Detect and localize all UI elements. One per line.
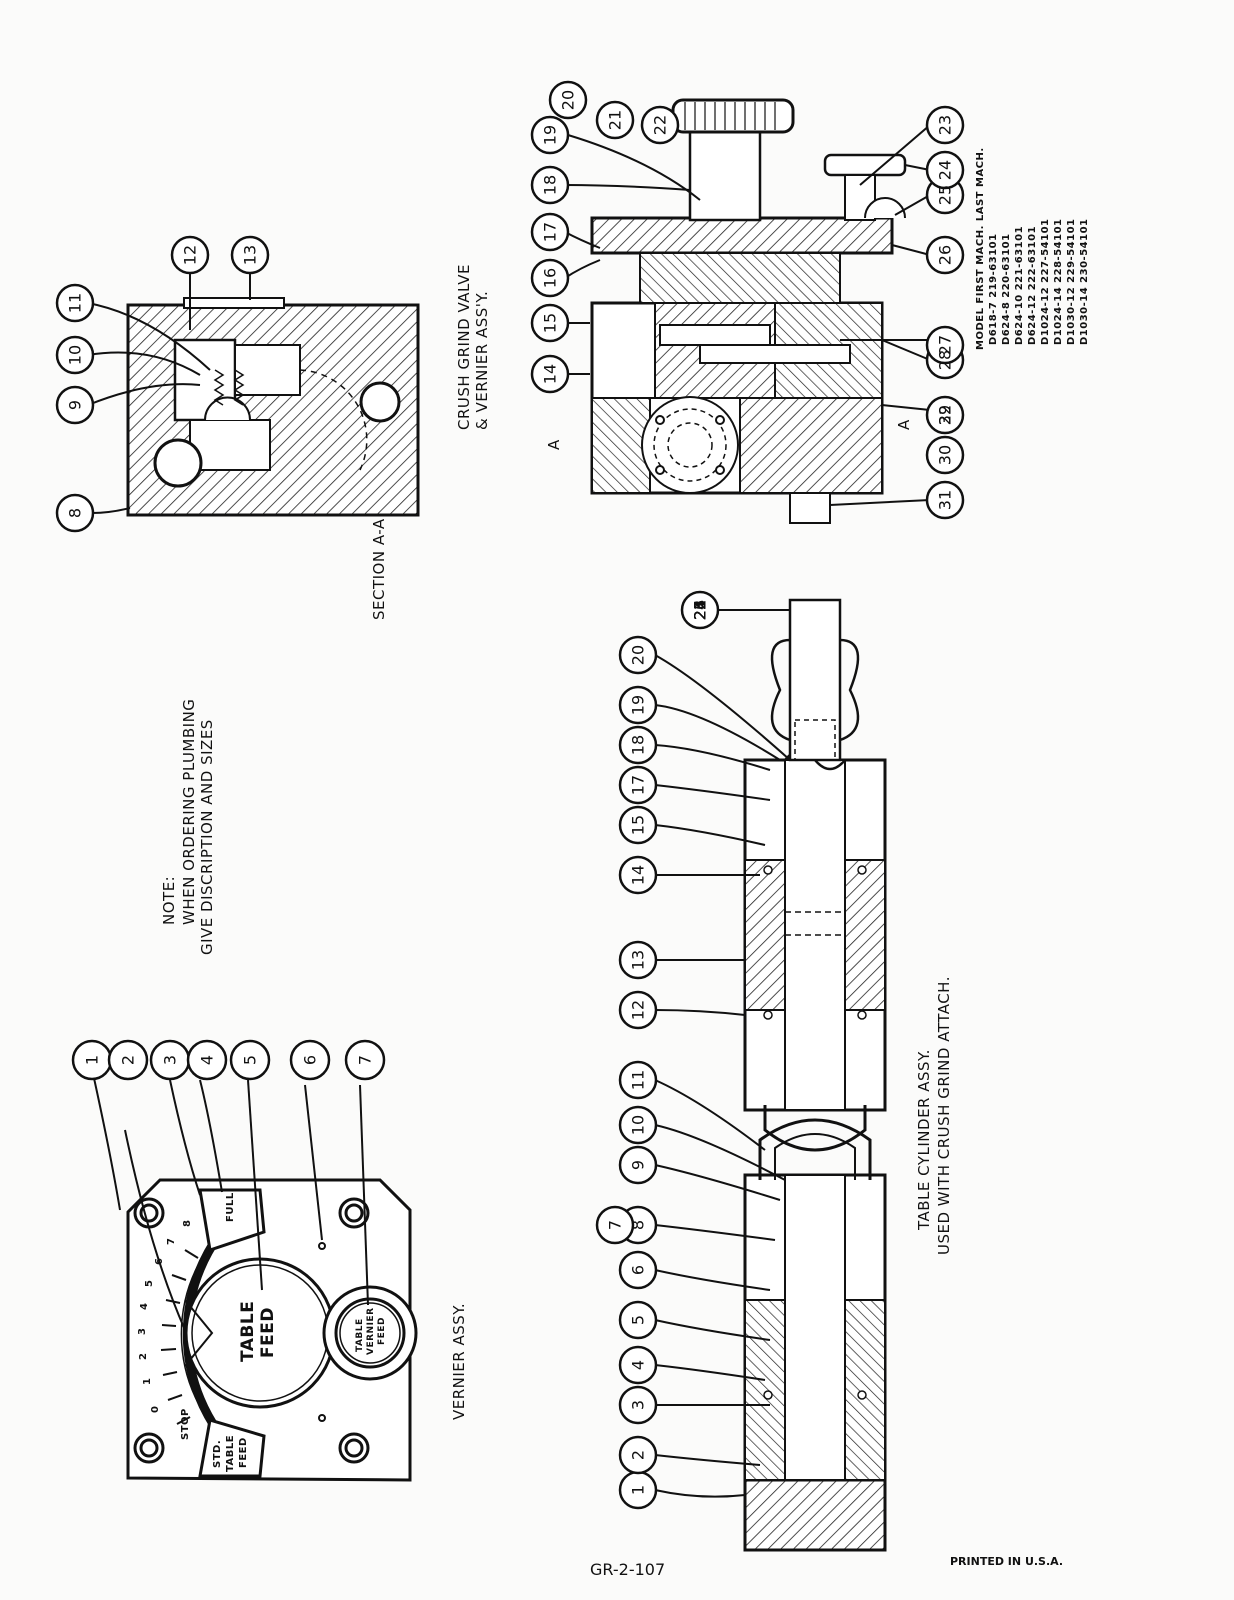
leader-lines <box>87 124 931 1498</box>
table-feed-line-2: FEED <box>258 1307 278 1358</box>
model-table-row: D1024-12 227-54101 <box>1040 218 1051 346</box>
std-feed-line-2: TABLE <box>225 1434 236 1472</box>
model-table-row: D624-10 221-63101 <box>1014 225 1025 345</box>
note-line-1: WHEN ORDERING PLUMBING <box>180 698 198 925</box>
table-feed-line-1: TABLE <box>238 1300 258 1362</box>
table-cylinder-title-line-2: USED WITH CRUSH GRIND ATTACH. <box>935 976 953 1255</box>
model-table-row: D1024-14 228-54101 <box>1053 218 1064 346</box>
note-title: NOTE: <box>160 875 178 925</box>
std-feed-line-3: FEED <box>238 1437 249 1468</box>
section-mark-a-2: A <box>895 419 913 430</box>
table-cylinder <box>743 598 887 1552</box>
callout-bubbles <box>55 80 965 1510</box>
vernier-knob-line-2: VERNIER <box>366 1307 376 1355</box>
crush-title-line-2: & VERNIER ASS'Y. <box>473 290 491 430</box>
vernier-label: VERNIER ASSY. <box>450 1302 468 1420</box>
model-table-row: D624-8 220-63101 <box>1001 233 1012 345</box>
model-table-row: D624-12 222-63101 <box>1027 225 1038 345</box>
model-table-row: D1030-12 229-54101 <box>1066 218 1077 346</box>
printed-in-usa: PRINTED IN U.S.A. <box>950 1555 1064 1568</box>
section-a-a <box>126 297 420 517</box>
note-line-2: GIVE DISCRIPTION AND SIZES <box>198 719 216 955</box>
vernier-knob-line-1: TABLE <box>355 1318 365 1352</box>
crush-grind-valve <box>590 98 907 524</box>
vernier-knob-line-3: FEED <box>377 1317 387 1345</box>
model-table-row: D618-7 219-63101 <box>988 233 999 345</box>
model-table-header: MODEL FIRST MACH. LAST MACH. <box>975 147 986 350</box>
table-cylinder-title-line-1: TABLE CYLINDER ASSY. <box>915 1049 933 1230</box>
model-table-row: D1030-14 230-54101 <box>1079 218 1090 346</box>
std-feed-line-1: STD. <box>212 1439 223 1468</box>
vernier-assembly <box>126 1178 418 1482</box>
dial-full: FULL <box>225 1192 236 1222</box>
dial-stop: STOP <box>180 1408 191 1440</box>
drawing-code: GR-2-107 <box>590 1560 666 1579</box>
crush-title-line-1: CRUSH GRIND VALVE <box>455 264 473 430</box>
section-label: SECTION A-A <box>370 518 388 620</box>
section-mark-a-1: A <box>545 439 563 450</box>
